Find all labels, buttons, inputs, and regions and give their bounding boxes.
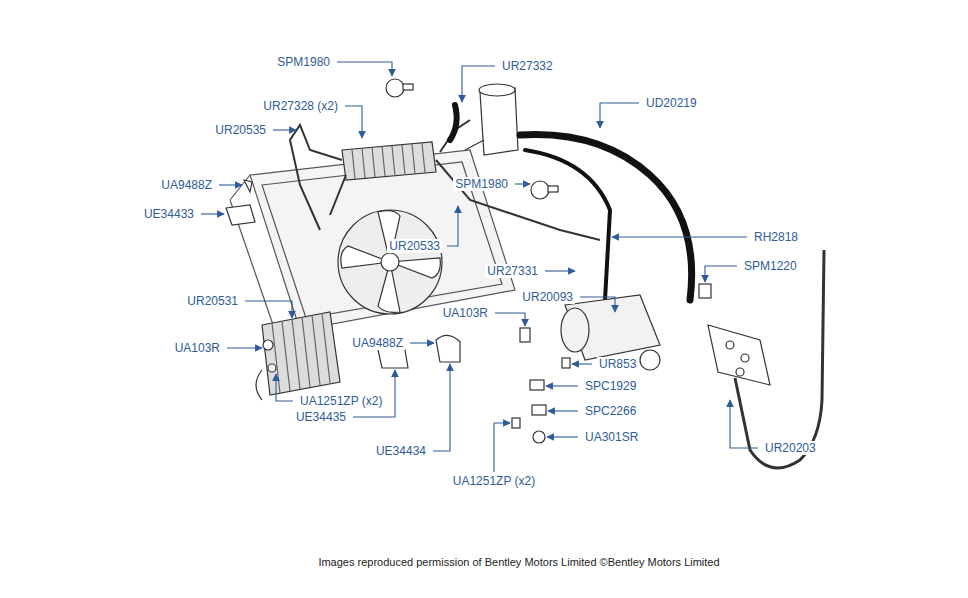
part-number: UR20533 <box>387 239 442 253</box>
part-number: UR20531 <box>185 294 240 308</box>
copyright-caption: Images reproduced permission of Bentley … <box>318 556 719 569</box>
part-number: UR27328 (x2) <box>261 99 340 113</box>
brackets <box>226 180 570 443</box>
part-number: UA1251ZP (x2) <box>451 474 537 488</box>
part-number: UA9488Z <box>159 178 214 192</box>
part-number: UA103R <box>173 341 222 355</box>
part-number: UD20219 <box>644 96 699 110</box>
part-number: SPM1980 <box>275 55 332 69</box>
part-number: SPC2266 <box>583 404 638 418</box>
part-number: UR27332 <box>500 59 555 73</box>
part-number: UE34435 <box>294 410 348 424</box>
hose <box>735 250 824 468</box>
part-number: UA1251ZP (x2) <box>298 394 384 408</box>
part-number: UR853 <box>597 357 638 371</box>
part-number: UR20535 <box>213 123 268 137</box>
hoses <box>450 105 692 300</box>
junction-block <box>699 284 770 385</box>
radiator-frame <box>230 150 515 345</box>
oil-cooler <box>342 142 436 180</box>
part-number: UA103R <box>441 306 490 320</box>
part-number: SPC1929 <box>583 379 638 393</box>
part-number: UR20093 <box>520 290 575 304</box>
lower-cooler <box>256 312 340 400</box>
part-number: SPM1220 <box>742 259 799 273</box>
hose-clamp <box>386 79 558 199</box>
fluid-reservoir <box>465 84 518 155</box>
cooling-fan <box>338 210 442 314</box>
part-number: UR20203 <box>763 441 818 455</box>
part-number: UE34434 <box>374 444 428 458</box>
part-number: UA301SR <box>583 430 640 444</box>
part-number: SPM1980 <box>453 177 510 191</box>
pump <box>561 295 660 370</box>
part-number: UA9488Z <box>350 336 405 350</box>
part-number: RH2818 <box>752 230 800 244</box>
part-number: UE34433 <box>142 207 196 221</box>
part-number: UR27331 <box>485 264 540 278</box>
leader-lines <box>201 62 758 472</box>
